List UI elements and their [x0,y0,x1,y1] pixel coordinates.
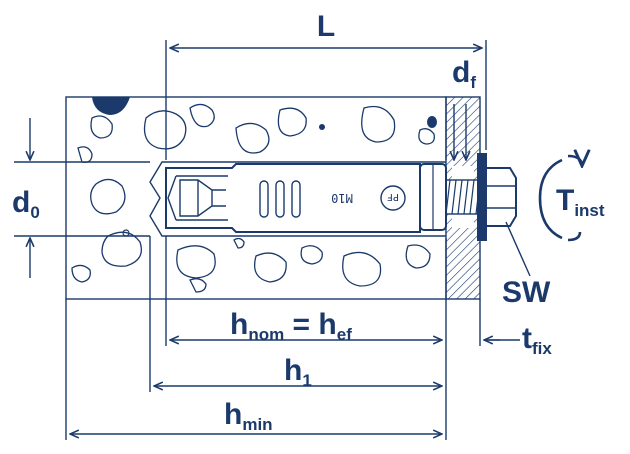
label-tinst: Tinst [556,184,605,220]
label-tfix: tfix [522,322,552,358]
dimension-lines [14,40,531,440]
anchor-bolt [165,153,517,241]
label-hnom-hef: hnom = hef [230,308,352,344]
label-df: df [452,56,476,92]
rotation-arrow-icon [538,156,582,242]
anchor-size-marking: M10 [331,191,353,205]
label-h1: h1 [284,354,312,390]
aggregate-dot [427,116,437,128]
anchor-brand-marking: PF [387,191,399,202]
aggregate-dot [92,97,130,115]
label-L: L [317,10,335,43]
aggregate-dot [319,124,325,130]
label-sw: SW [502,276,551,309]
label-d0: d0 [12,186,40,222]
label-hmin: hmin [224,398,273,434]
